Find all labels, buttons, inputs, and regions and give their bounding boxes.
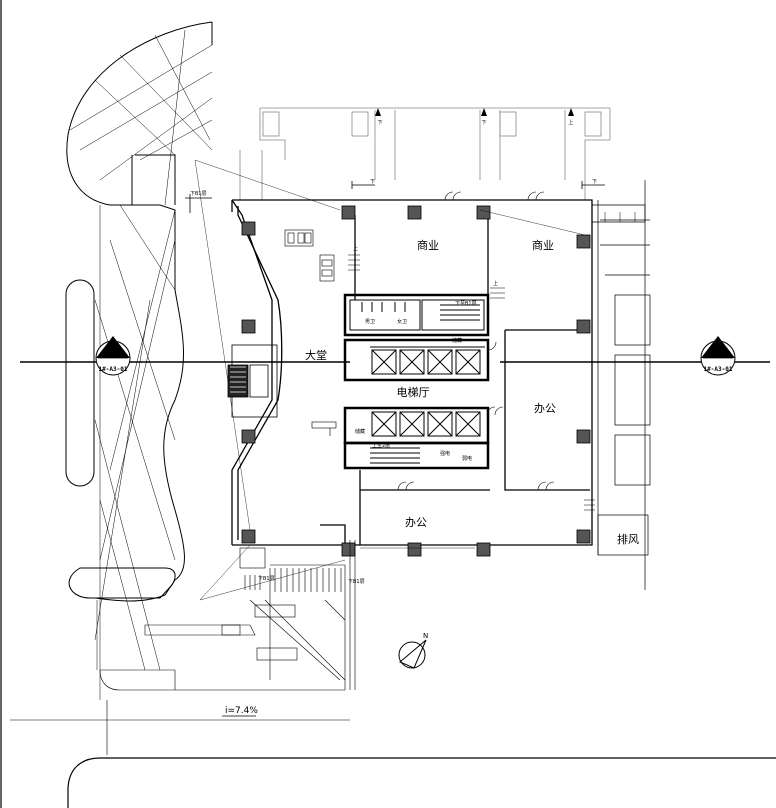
lower-canopy-pod	[68, 567, 176, 599]
room-label-retail: 商业	[417, 238, 439, 252]
room-label-retail: 商业	[532, 238, 554, 252]
bottom-entrance-stairs	[99, 540, 356, 691]
canopy-structure-lines	[69, 29, 213, 700]
structural-columns	[241, 205, 591, 557]
lower-canopy-arc	[67, 757, 776, 808]
male-wc-label: 男卫	[365, 319, 375, 325]
lobby-entrance	[227, 344, 278, 418]
lobby-furniture	[284, 229, 337, 436]
building-walls	[231, 199, 593, 546]
canopy-outline	[66, 21, 213, 602]
stair-label: 下B1层	[190, 191, 207, 197]
stair-label: 上	[493, 280, 498, 287]
stair-label: 上	[353, 245, 358, 252]
right-stairs	[584, 499, 595, 511]
room-label-office: 办公	[534, 402, 556, 415]
stair-label: 下	[377, 120, 382, 126]
north-arrow: N	[398, 632, 428, 669]
section-marker-ref: 1#-A3-01	[99, 366, 128, 373]
upper-balconies	[239, 107, 611, 200]
section-marker-left: 1 1#-A3-01	[20, 336, 350, 376]
north-label: N	[423, 632, 428, 640]
electrical-label: 强电	[440, 450, 450, 457]
elevator-bank-top	[371, 349, 481, 375]
electrical-label: 弱电	[462, 455, 472, 462]
section-marker-number: 1	[716, 351, 720, 358]
stair-label: 下	[370, 179, 375, 185]
void-cross-lines	[194, 159, 586, 601]
room-label-exhaust: 排风	[617, 532, 639, 546]
storage-label: 储藏	[355, 428, 365, 435]
stair-label: 上	[568, 119, 573, 126]
left-capsule-pillar	[65, 279, 95, 487]
stair-label: 下B1层	[348, 579, 365, 585]
room-label-lobby: 大堂	[305, 348, 327, 362]
stair-arrows: 下 下 上 下 下 下B1层	[185, 108, 605, 213]
stair-label: 下至B1层	[455, 301, 477, 307]
stair-label: 下	[592, 179, 597, 185]
stair-label: 下	[481, 120, 486, 126]
slope-label: i=7.4%	[225, 706, 258, 716]
doors	[397, 191, 555, 491]
section-marker-number: 1	[111, 351, 115, 358]
section-marker-ref: 1#-A3-01	[704, 366, 733, 373]
right-parking	[592, 180, 651, 590]
female-wc-label: 女卫	[397, 318, 407, 325]
retail-stairs	[348, 254, 505, 299]
core-bottom	[343, 406, 490, 470]
stair-label: 下B1层	[258, 576, 275, 582]
stair-label: 上至2层	[372, 442, 390, 449]
core-top	[343, 293, 490, 382]
room-label-elevator-hall: 电梯厅	[397, 386, 430, 399]
storage-label: 储藏	[452, 337, 462, 344]
room-label-office: 办公	[405, 516, 427, 529]
section-marker-right: 1 1#-A3-01	[500, 336, 770, 376]
